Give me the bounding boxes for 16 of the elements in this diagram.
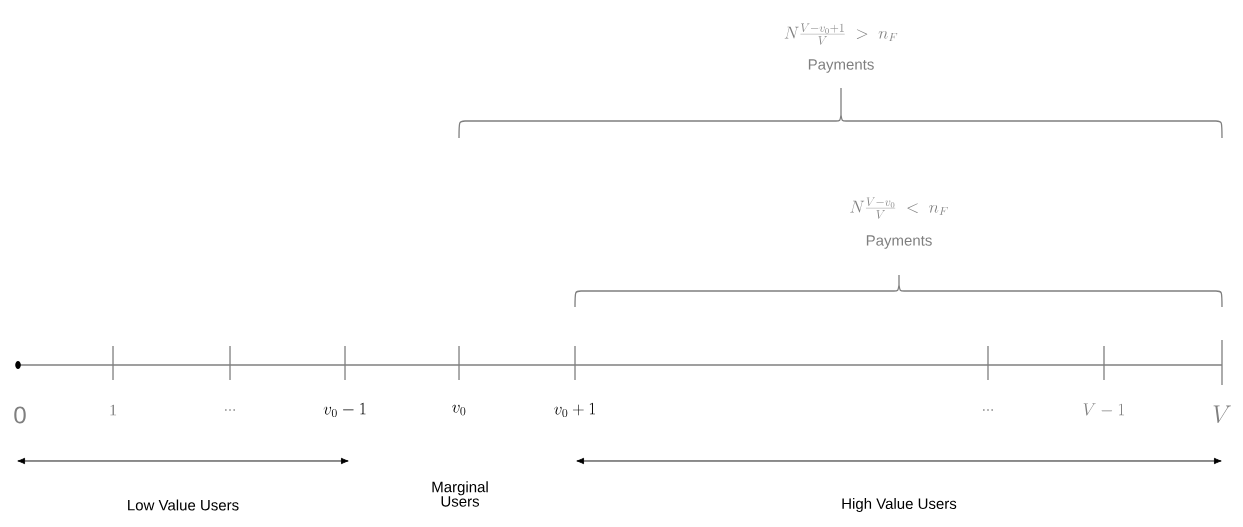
tick-label: ...: [225, 409, 235, 411]
tick-label: ...: [983, 409, 993, 411]
caption-text: Payments: [866, 235, 932, 249]
tick-label: 0: [14, 406, 26, 424]
range-label: Low Value Users: [128, 499, 239, 511]
tick-label: $V$: [1213, 405, 1231, 423]
tick-label: $v_0+1$: [554, 402, 595, 418]
tick-label: $v_0$: [452, 404, 466, 416]
range-label: Marginal Users: [432, 481, 488, 507]
caption-text: Payments: [808, 59, 874, 73]
formula: $N\frac{V-v_0}{V} \;<\; n_F$: [850, 197, 948, 219]
formula: $N\frac{V-v_0+1}{V} \;>\; n_F$: [784, 23, 898, 45]
tick-label: $V-1$: [1083, 403, 1125, 416]
tick-label: 1: [110, 404, 117, 416]
tick-label: $v_0-1$: [323, 402, 366, 418]
range-label: High Value Users: [842, 498, 957, 512]
